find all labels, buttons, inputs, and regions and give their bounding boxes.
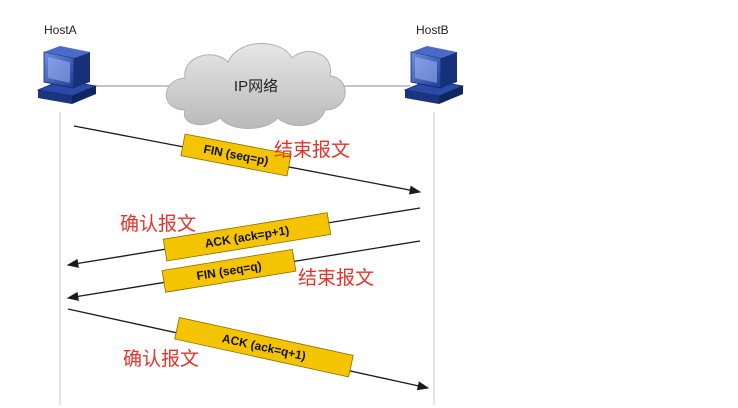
cloud-icon xyxy=(165,43,346,129)
message-box xyxy=(162,212,332,262)
host-b-label: HostB xyxy=(416,23,449,37)
annotation-ack-p1: 确认报文 xyxy=(120,213,196,235)
annotation-fin-p: 结束报文 xyxy=(274,139,350,161)
message-fin-p: FIN (seq=p) xyxy=(73,125,422,195)
annotation-ack-q1: 确认报文 xyxy=(123,348,199,370)
message-ack-q1: ACK (ack=q+1) xyxy=(67,308,430,391)
computer-icon xyxy=(36,46,98,104)
message-box xyxy=(161,248,297,293)
annotation-fin-q: 结束报文 xyxy=(298,267,374,289)
message-box xyxy=(180,133,292,177)
network-label: IP网络 xyxy=(234,78,278,95)
host-a-label: HostA xyxy=(44,23,77,37)
message-box xyxy=(174,317,354,378)
computer-icon xyxy=(403,46,465,104)
